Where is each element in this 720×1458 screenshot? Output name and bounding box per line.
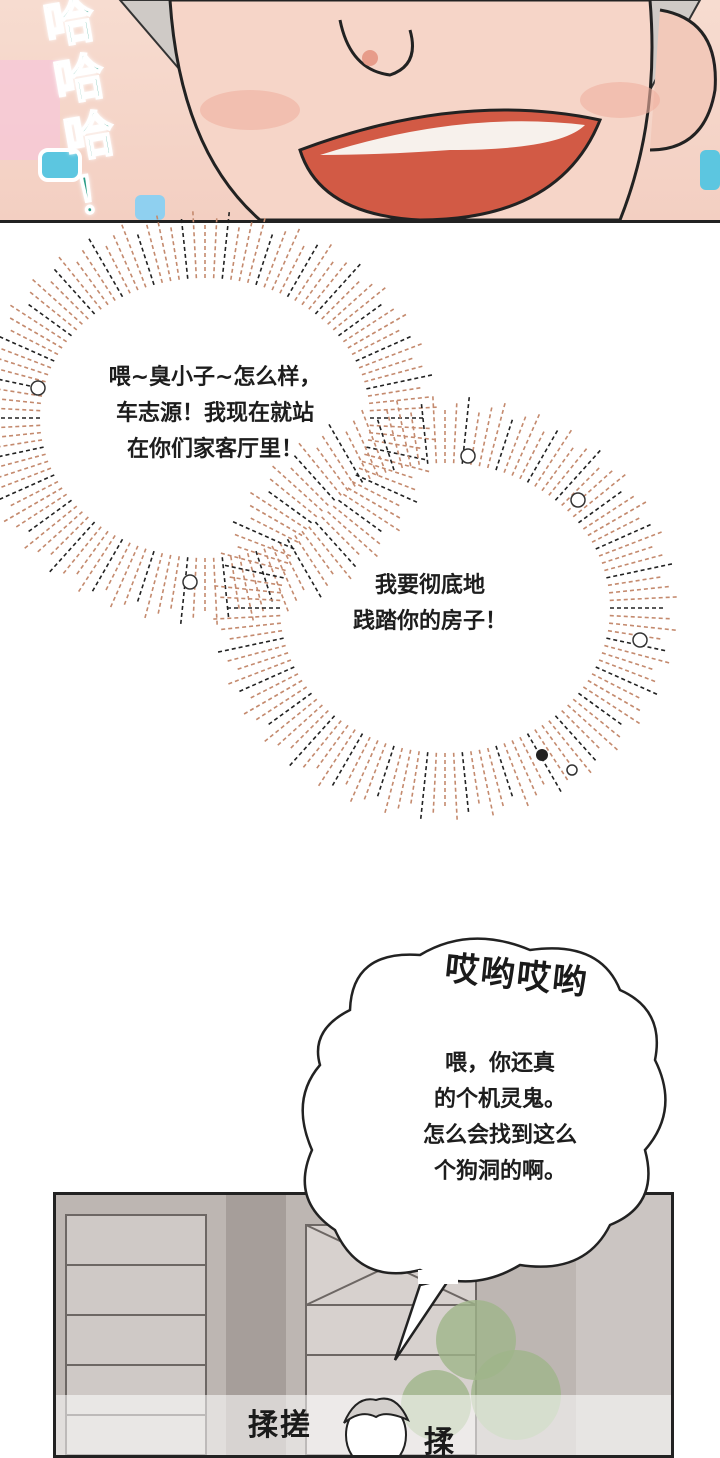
interior-scene-art bbox=[56, 1195, 671, 1455]
rub-sound-effect: 揉搓 bbox=[248, 1408, 312, 1443]
burst-bubbles-art bbox=[0, 211, 677, 820]
cloud-bubble-shout: 哎哟哎哟 bbox=[442, 948, 591, 1004]
burst-bubble-1-text: 喂~臭小子~怎么样， 车志源！我现在就站 在你们家客厅里！ bbox=[108, 365, 322, 462]
top-panel: 哈 哈 哈 ！ bbox=[0, 0, 720, 223]
bottom-panel: 揉搓 揉 bbox=[53, 1192, 674, 1458]
rub-sound-effect-partial: 揉 bbox=[424, 1425, 456, 1458]
burst-bubble-2-text: 我要彻底地 践踏你的房子！ bbox=[352, 573, 507, 634]
cloud-bubble-text: 喂，你还真 的个机灵鬼。 怎么会找到这么 个狗洞的啊。 bbox=[422, 1051, 577, 1184]
laughing-face-art bbox=[0, 0, 720, 220]
